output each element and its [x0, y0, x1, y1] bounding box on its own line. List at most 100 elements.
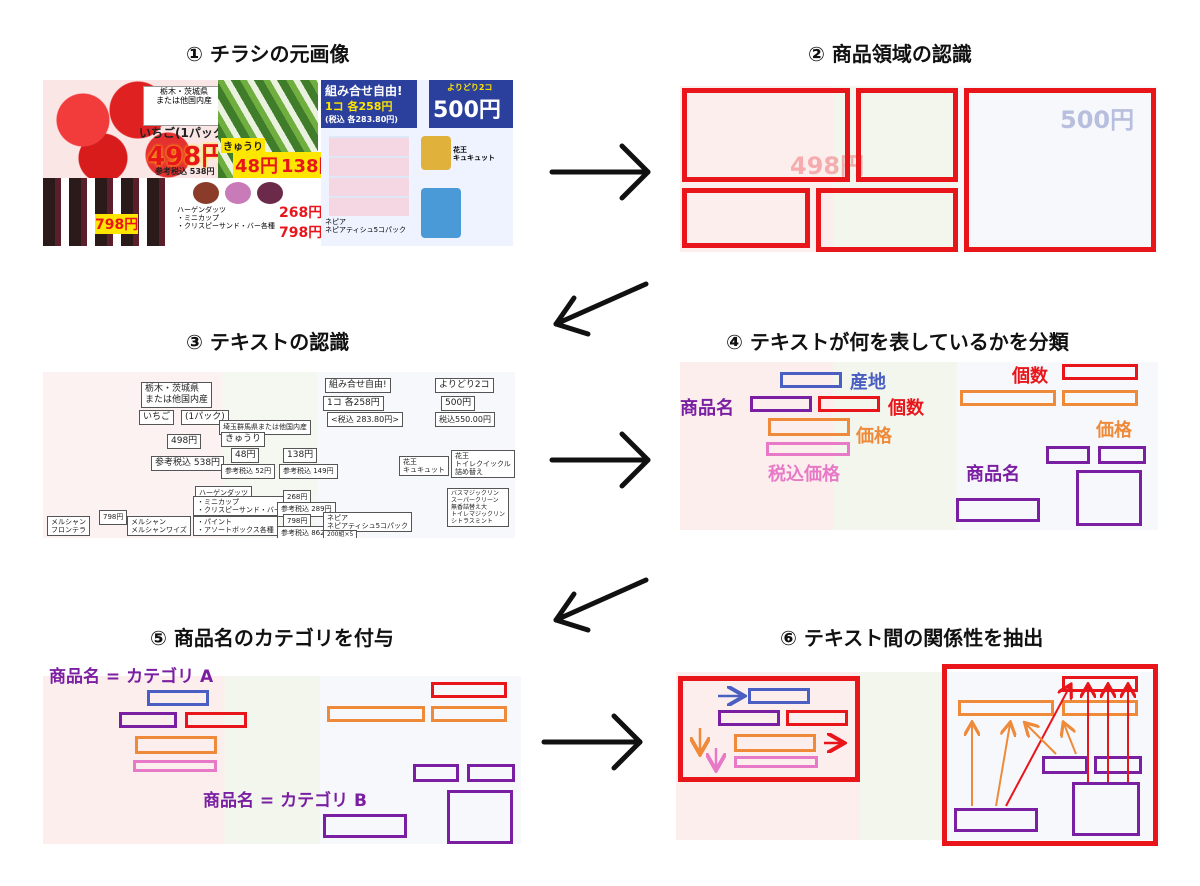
region-wine [682, 188, 810, 248]
relation-region-right [942, 664, 1158, 846]
ocr-panel: 栃木・茨城県 または他国内産 いちご (1パック) 498円 参考税込 538円… [43, 372, 515, 538]
ocr-bundle: 組み合せ自由! [325, 378, 391, 393]
region-cucumber [856, 88, 958, 182]
flyer-price4: 798円 [279, 225, 323, 241]
ocr-bundle-tax: <税込 283.80円> [327, 412, 403, 427]
flow-arrow-down-left-2 [553, 577, 649, 633]
ocr-wine-price: 798円 [99, 510, 128, 525]
flyer-tissue: ネピア ネピアティシュ5コパック [325, 218, 407, 234]
flyer-origin: 栃木・茨城県 または他国内産 [143, 86, 225, 126]
flyer-price3: 268円 [279, 205, 323, 221]
flyer-bundle-each: 1コ 各258円 [325, 100, 393, 113]
ocr-icecream1: ・ミニカップ ・クリスピーサンド・バー各種 [193, 496, 299, 516]
region-bundle [964, 88, 1156, 252]
cls-pick-price-box [1062, 390, 1138, 406]
ocr-product: いちご [139, 410, 175, 425]
flow-arrow-right-3 [541, 713, 643, 771]
rel-tax-box [734, 756, 818, 768]
ocr-pick2-tax: 税込550.00円 [435, 412, 495, 427]
rel-qty-box [786, 710, 848, 726]
classify-panel: 産地 商品名 個数 価格 税込価格 個数 価格 商品名 [680, 362, 1158, 530]
flyer-faded-bg [680, 86, 1158, 252]
flyer-kao: 花王 キュキュット [453, 146, 495, 162]
rel-pick-price-box [1062, 700, 1138, 716]
bundle-area: 組み合せ自由! 1コ 各258円 (税込 各283.80円) よりどり2コ 50… [321, 80, 513, 246]
cls-tax-label: 税込価格 [768, 464, 840, 485]
flyer-wine-price: 798円 [95, 214, 139, 234]
category-a-label: 商品名 = カテゴリ A [49, 667, 214, 687]
relation-region-left [678, 676, 860, 782]
ocr-bundle-each: 1コ 各258円 [323, 396, 384, 411]
relation-arrows [676, 662, 1160, 807]
cls-tissue-box [956, 498, 1040, 522]
flyer-tax-price: 参考税込 538円 [155, 167, 215, 176]
step1-title: ① チラシの元画像 [186, 42, 350, 66]
ocr-wine1: メルシャン フロンテラ [47, 516, 90, 536]
ocr-tissue-count: 200組×5 [323, 530, 358, 538]
ocr-tax-price: 参考税込 538円 [151, 456, 225, 471]
rel-tissue-box [954, 808, 1038, 832]
cat-origin-box [147, 690, 209, 706]
faded-pick2-price: 500円 [1060, 106, 1135, 134]
cat-product-box [119, 712, 177, 728]
step5-title: ⑤ 商品名のカテゴリを付与 [150, 626, 394, 650]
ocr-price2-tax: 参考税込 149円 [279, 464, 338, 479]
cls-origin-box [780, 372, 842, 388]
rel-origin-box [748, 688, 810, 704]
relation-panel [676, 662, 1160, 848]
cat-cleaner-box [447, 790, 513, 844]
cls-count-box [1062, 364, 1138, 380]
wine-image [43, 178, 173, 246]
cls-kao2-box [1098, 446, 1146, 464]
cat-pick-price-box [431, 706, 507, 722]
ocr-pick2: よりどり2コ [435, 378, 494, 393]
cls-origin-label: 産地 [850, 372, 886, 393]
ocr-price: 498円 [167, 434, 202, 449]
cls-qty-label: 個数 [888, 398, 924, 419]
ocr-wine2: メルシャン メルシャンワイズ [127, 516, 191, 536]
cls-price-r-label: 価格 [1096, 420, 1132, 441]
rel-cleaner-box [1072, 782, 1140, 836]
category-b-label: 商品名 = カテゴリ B [203, 791, 367, 811]
flyer-price: 498円 [147, 142, 228, 172]
cat-price-box [135, 736, 217, 754]
cls-bundle-price-box [960, 390, 1056, 406]
flyer-cucumber: きゅうり [221, 138, 265, 153]
ocr-cleaner: バスマジックリン スーパークリーン 無香詰替え大 トイレマジックリン シトラスミ… [447, 488, 510, 527]
step4-title: ④ テキストが何を表しているかを分類 [726, 330, 1069, 354]
ocr-icecream2: ・パイント ・アソートボックス各種 [193, 516, 278, 536]
flyer-bundle-tax: (税込 各283.80円) [325, 115, 398, 124]
ocr-tissue: ネピア ネピアティシュ5コパック [323, 512, 413, 532]
cls-cleaner-box [1076, 470, 1142, 526]
ocr-cucumber-tax: 参考税込 52円 [221, 464, 276, 479]
rel-bundle-price-box [958, 700, 1054, 716]
flow-arrow-right-2 [549, 431, 651, 489]
region-icecream [816, 188, 958, 252]
step6-title: ⑥ テキスト間の関係性を抽出 [780, 626, 1044, 650]
cat-qty-box [185, 712, 247, 728]
step3-title: ③ テキストの認識 [186, 330, 350, 354]
rel-kao2-box [1094, 756, 1142, 774]
ocr-cucumber: きゅうり [221, 432, 266, 447]
rel-price-box [734, 734, 816, 752]
cls-product-r-label: 商品名 [966, 464, 1020, 485]
cat-count-box [431, 682, 507, 698]
cls-count-label: 個数 [1012, 366, 1048, 387]
flow-arrow-down-left-1 [553, 281, 649, 337]
ocr-kao2: 花王 トイレクイックル 詰め替え [451, 450, 515, 478]
cls-tax-box [766, 442, 850, 456]
ocr-cucumber-price: 48円 [231, 448, 260, 463]
cls-price-box [768, 418, 850, 436]
flyer-pick2-price: 500円 [433, 98, 501, 123]
flow-arrow-right-1 [549, 143, 651, 201]
flyer-original: 栃木・茨城県 または他国内産 いちご(1パック) 498円 参考税込 538円 … [43, 80, 513, 246]
cls-price-label: 価格 [856, 426, 892, 447]
icecream-area: ハーゲンダッツ ・ミニカップ ・クリスピーサンド・バー各種 268円 798円 [173, 178, 322, 246]
flyer-pick2: よりどり2コ [447, 83, 493, 92]
rel-product-box [718, 710, 780, 726]
cat-tax-box [133, 760, 217, 772]
ocr-price2: 138円 [283, 448, 318, 463]
ocr-kao1: 花王 キュキュット [399, 456, 449, 476]
cls-kao-box [1046, 446, 1090, 464]
flyer-cucumber-price: 48円 [233, 152, 281, 178]
